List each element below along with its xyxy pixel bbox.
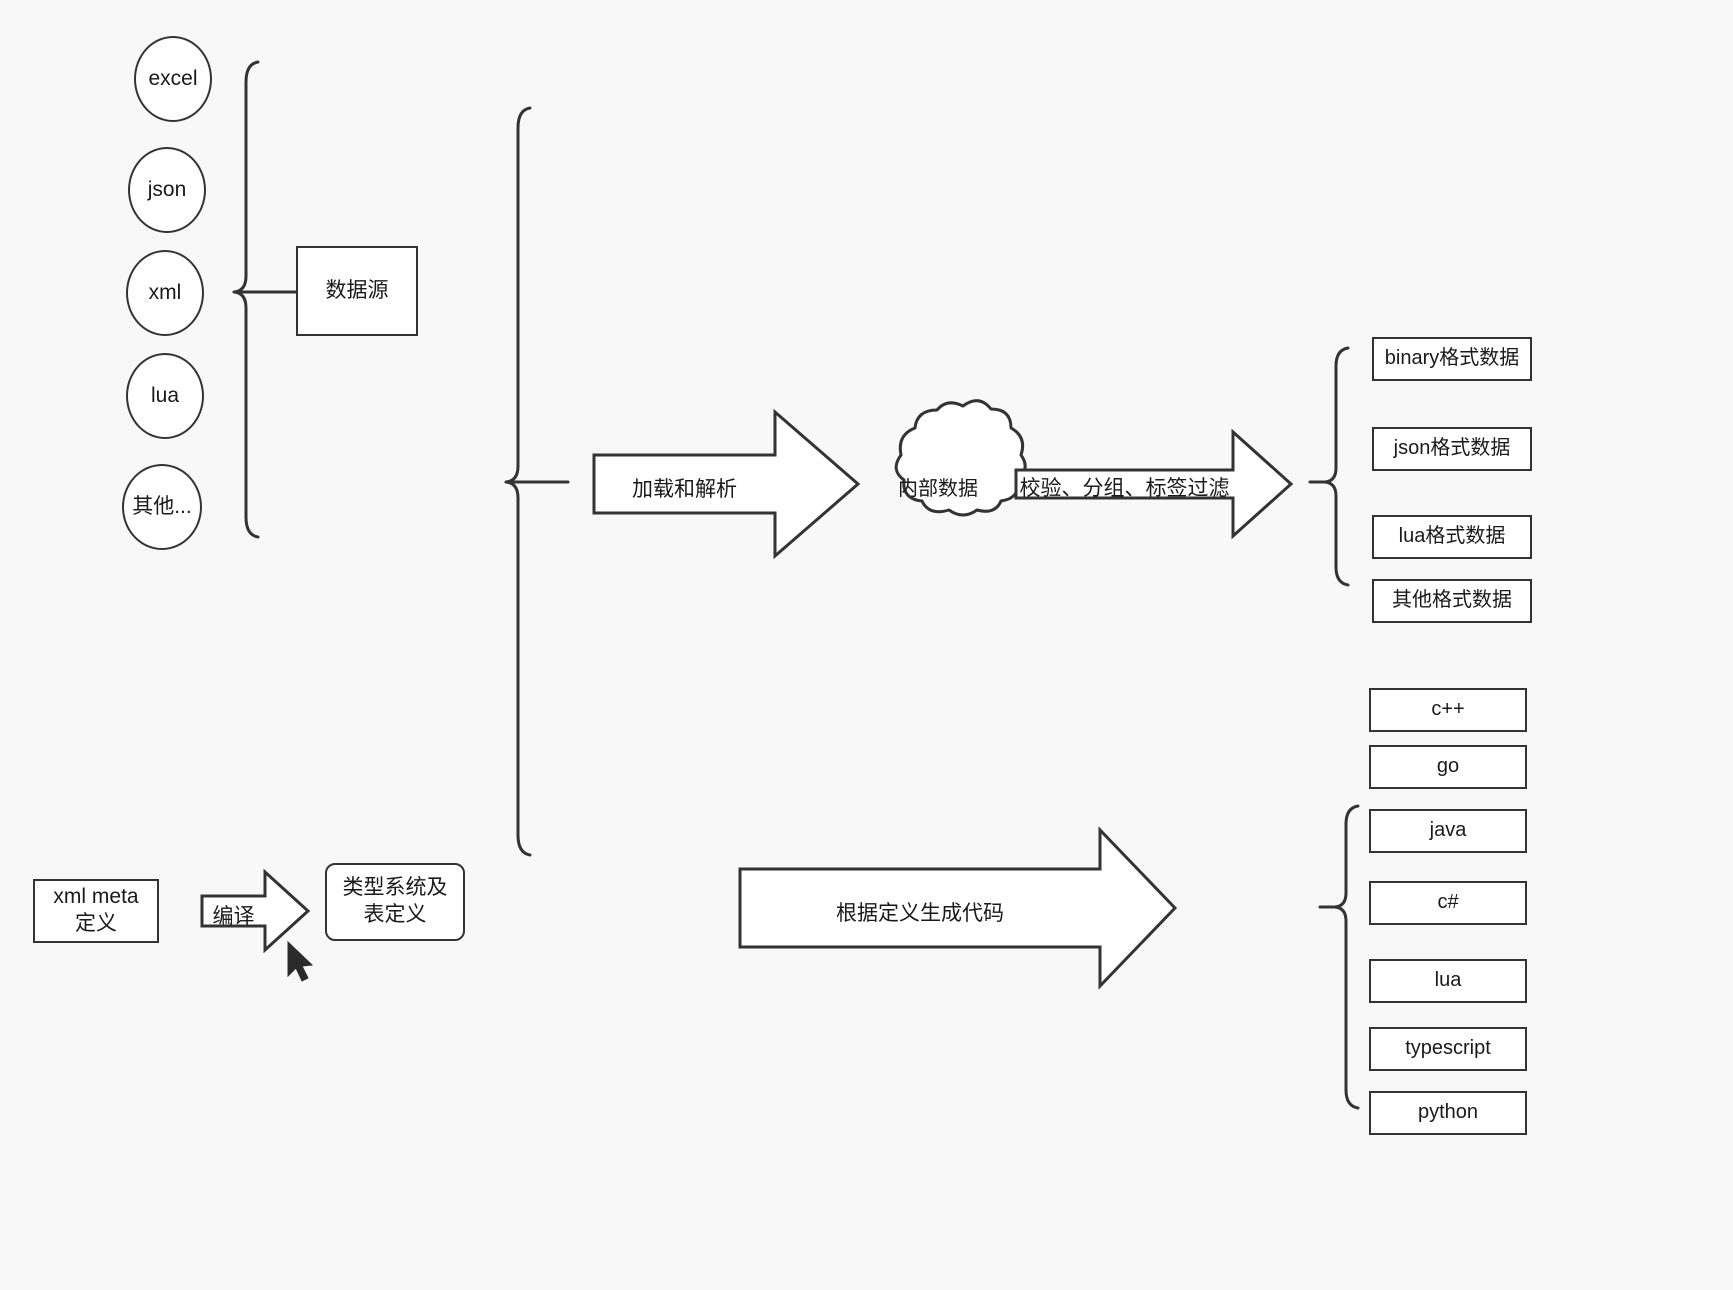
output-format-label: lua格式数据 — [1398, 525, 1506, 548]
internal-data-cloud-label: 内部数据 — [898, 478, 978, 500]
output-language-label: typescript — [1405, 1037, 1491, 1060]
output-language-label: java — [1429, 819, 1467, 842]
output-language-label: lua — [1434, 969, 1462, 992]
output-language-label: go — [1436, 755, 1460, 778]
output-language-box-python[interactable]: python — [1369, 1091, 1527, 1135]
output-format-box-other[interactable]: 其他格式数据 — [1372, 579, 1532, 623]
output-format-box-json[interactable]: json格式数据 — [1372, 427, 1532, 471]
output-language-box-go[interactable]: go — [1369, 745, 1527, 789]
output-format-label: binary格式数据 — [1384, 347, 1520, 370]
output-format-label: 其他格式数据 — [1392, 589, 1512, 612]
type-system-box[interactable]: 类型系统及表定义 — [325, 863, 465, 941]
xml-meta-definition-box[interactable]: xml meta定义 — [33, 879, 159, 943]
validate-filter-arrow-label: 校验、分组、标签过滤 — [1019, 477, 1230, 500]
generate-code-arrow-label: 根据定义生成代码 — [836, 902, 1004, 925]
output-language-label: python — [1417, 1101, 1479, 1124]
output-language-box-java[interactable]: java — [1369, 809, 1527, 853]
source-node-xml[interactable]: xml — [126, 250, 204, 336]
source-node-other[interactable]: 其他... — [122, 464, 202, 550]
output-language-box-lua[interactable]: lua — [1369, 959, 1527, 1003]
source-node-lua[interactable]: lua — [126, 353, 204, 439]
source-node-label: xml — [148, 280, 182, 304]
output-format-box-lua[interactable]: lua格式数据 — [1372, 515, 1532, 559]
load-parse-arrow — [592, 408, 861, 560]
sources-brace — [232, 60, 298, 539]
validate-filter-arrow — [1014, 428, 1294, 540]
output-language-box-cpp[interactable]: c++ — [1369, 688, 1527, 732]
compile-arrow — [200, 868, 311, 954]
generate-code-arrow — [738, 826, 1178, 990]
source-node-label: json — [147, 177, 187, 201]
xml-meta-definition-label: xml meta定义 — [53, 885, 139, 935]
type-system-label: 类型系统及表定义 — [342, 876, 448, 926]
data-source-label: 数据源 — [325, 278, 389, 302]
source-node-excel[interactable]: excel — [134, 36, 212, 122]
mouse-cursor — [287, 940, 314, 982]
compile-arrow-label: 编译 — [212, 905, 255, 928]
output-language-box-csharp[interactable]: c# — [1369, 881, 1527, 925]
output-language-label: c++ — [1431, 698, 1465, 721]
source-node-label: 其他... — [132, 494, 192, 518]
source-node-label: lua — [150, 383, 180, 407]
data-format-brace — [1308, 346, 1350, 587]
stage-brace — [504, 106, 570, 857]
output-language-label: c# — [1437, 891, 1459, 914]
load-parse-arrow-label: 加载和解析 — [632, 478, 737, 501]
source-node-json[interactable]: json — [128, 147, 206, 233]
source-node-label: excel — [148, 66, 198, 90]
data-source-box[interactable]: 数据源 — [296, 246, 418, 336]
output-language-box-typescript[interactable]: typescript — [1369, 1027, 1527, 1071]
output-format-label: json格式数据 — [1393, 437, 1511, 460]
languages-brace — [1318, 804, 1360, 1110]
output-format-box-binary[interactable]: binary格式数据 — [1372, 337, 1532, 381]
